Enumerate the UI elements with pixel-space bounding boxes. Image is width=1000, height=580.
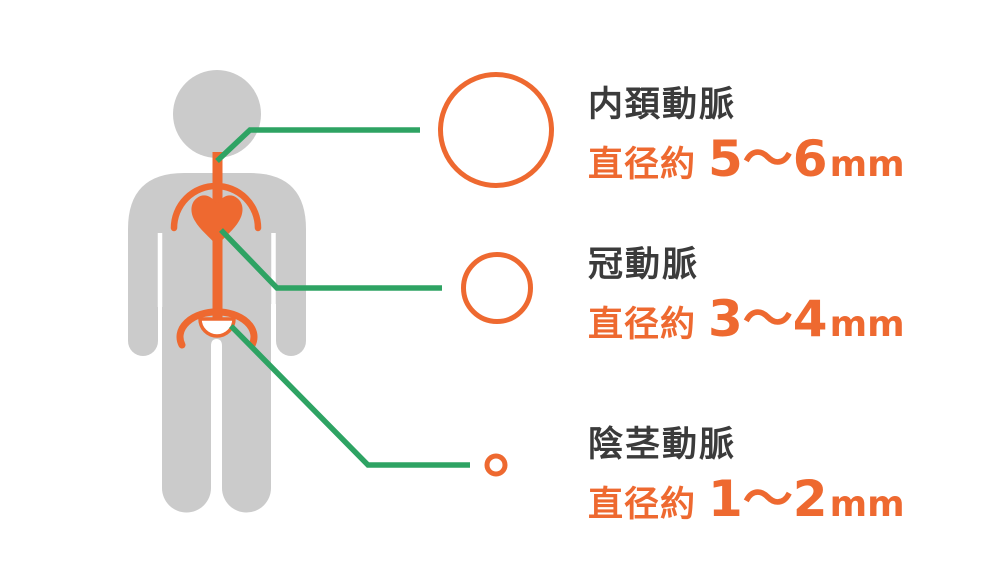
artery-name-carotid: 内頚動脈 [588,85,737,125]
arm-gap-lines [157,233,276,307]
bladder-shape [198,317,236,338]
diameter-prefix: 直径約 [588,304,697,345]
artery-name-penile: 陰茎動脈 [588,425,737,465]
diameter-circles [438,72,554,477]
pelvic-arch-arc [176,308,258,349]
callout-line-coronary [219,228,442,291]
heart-icon [191,195,243,246]
diameter-range: 3〜4 [708,289,828,348]
diameter-circle-penile [484,453,508,477]
diameter-range: 1〜2 [708,469,828,528]
callout-lines [215,127,470,468]
artery-diameter-penile: 直径約 1〜2 mm [588,474,905,524]
head [173,70,261,158]
diameter-unit: mm [829,303,905,345]
diameter-prefix: 直径約 [588,484,697,525]
diameter-prefix: 直径約 [588,144,697,185]
diameter-unit: mm [829,143,905,185]
label-group-carotid: 内頚動脈 直径約 5〜6 mm [588,84,905,184]
right-arm [276,245,306,356]
artery-diameter-carotid: 直径約 5〜6 mm [588,134,905,184]
label-group-coronary: 冠動脈 直径約 3〜4 mm [588,244,905,344]
artery-diameter-coronary: 直径約 3〜4 mm [588,294,905,344]
callout-line-penile [229,324,470,468]
trunk-and-legs [162,240,271,513]
label-group-penile: 陰茎動脈 直径約 1〜2 mm [588,424,905,524]
diameter-range: 5〜6 [708,129,828,188]
artery-system [170,152,262,349]
artery-name-coronary: 冠動脈 [588,245,700,285]
callout-line-carotid [215,127,420,164]
diameter-unit: mm [829,483,905,525]
diameter-circle-carotid [438,72,554,188]
left-arm [128,245,158,356]
diameter-circle-coronary [461,252,533,324]
